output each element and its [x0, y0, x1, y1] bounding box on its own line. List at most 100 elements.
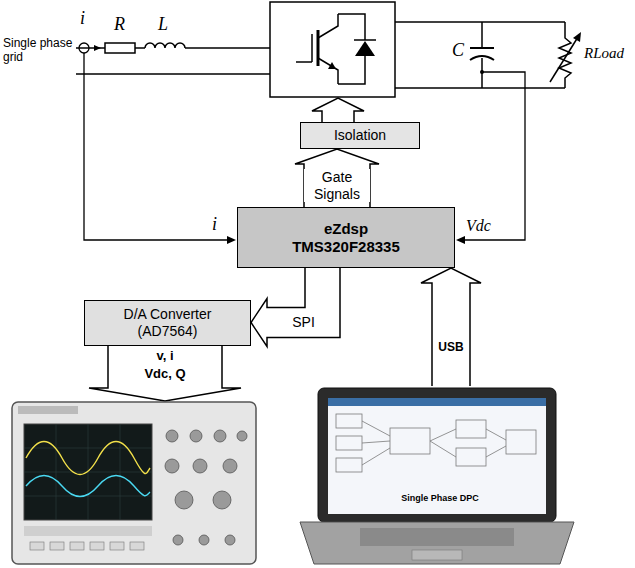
- gate-drive-arrow: [312, 98, 364, 122]
- oscilloscope-picture: [223, 459, 237, 473]
- oscilloscope-picture: [24, 424, 152, 520]
- oscilloscope-picture: [26, 476, 150, 497]
- dac-box: D/A Converter (AD7564): [84, 300, 251, 346]
- oscilloscope-picture: [193, 459, 207, 473]
- dc-bus: [481, 22, 483, 48]
- voltage-sensor-line: [462, 72, 525, 240]
- oscilloscope-picture: [225, 535, 235, 545]
- igbt-symbol: [317, 30, 320, 66]
- igbt-symbol: [296, 14, 376, 84]
- igbt-symbol: [354, 39, 376, 41]
- variable-arrowhead: [573, 32, 581, 42]
- block-name: TMS320F28335: [292, 238, 400, 256]
- usb-arrow: [421, 268, 481, 386]
- capacitor-symbol: [470, 56, 494, 60]
- oscilloscope-picture: [173, 535, 183, 545]
- component-name: RLoad: [584, 44, 624, 62]
- laptop-picture: [336, 436, 362, 450]
- block-name: D/A Converter (AD7564): [97, 306, 238, 340]
- controller-box: eZdspTMS320F28335: [237, 207, 455, 268]
- oscilloscope-picture: [166, 430, 178, 442]
- oscilloscope-picture: [30, 542, 144, 550]
- oscilloscope-picture: [70, 542, 84, 550]
- capacitor-symbol: [470, 47, 494, 49]
- igbt-symbol: [318, 14, 338, 38]
- sensor-arrowhead: [456, 236, 465, 244]
- oscilloscope-picture: [56, 424, 57, 520]
- oscilloscope-picture: [190, 430, 202, 442]
- ac-wiring: [76, 73, 270, 75]
- source-label: Single phase grid: [3, 36, 75, 65]
- junction-dot: [480, 70, 484, 74]
- laptop-picture: [506, 430, 536, 454]
- igbt-emitter-arrow: [328, 62, 336, 69]
- laptop-picture: [456, 420, 486, 438]
- laptop-picture: [336, 414, 536, 472]
- oscilloscope-picture: [26, 442, 150, 475]
- edge-label: Gate Signals: [304, 169, 370, 203]
- current-sensor: [79, 43, 229, 240]
- laptop-picture: [328, 398, 546, 406]
- isolation-box: Isolation: [300, 122, 420, 149]
- sensor-arrowhead: [227, 236, 236, 244]
- laptop-picture: [336, 458, 362, 472]
- laptop-picture: [318, 388, 556, 522]
- block-name: Isolation: [334, 127, 386, 144]
- signal-name: i: [212, 214, 217, 236]
- oscilloscope-picture: [130, 542, 144, 550]
- laptop-picture: [390, 428, 430, 454]
- signal-name: i: [80, 8, 85, 30]
- oscilloscope-picture: [18, 406, 78, 414]
- load-resistor-symbol: [559, 22, 571, 88]
- oscilloscope-picture: [165, 430, 247, 545]
- resistor-symbol: [105, 43, 135, 53]
- diode-symbol: [355, 41, 375, 56]
- laptop-picture: [412, 550, 462, 560]
- port-name: USB: [433, 340, 469, 354]
- oscilloscope-picture: [214, 430, 226, 442]
- signal-name: Vdc: [466, 216, 491, 235]
- signal-name: Vdc, Q: [112, 366, 218, 382]
- igbt-symbol: [338, 56, 365, 84]
- spi-arrow: [251, 268, 340, 347]
- oscilloscope-picture: [120, 424, 121, 520]
- inductor-symbol: [145, 43, 185, 48]
- oscilloscope-picture: [24, 526, 152, 536]
- voltage-sensor-line: [462, 72, 525, 240]
- oscilloscope-picture: [237, 431, 247, 441]
- dc-bus: [395, 21, 565, 23]
- oscilloscope-picture: [199, 535, 209, 545]
- edge-label: SPI: [290, 314, 317, 331]
- oscilloscope-picture: [175, 491, 193, 509]
- oscilloscope-picture: [24, 424, 152, 520]
- load-resistor-symbol: [550, 37, 578, 82]
- igbt-symbol: [318, 58, 338, 84]
- oscilloscope-picture: [30, 542, 44, 550]
- analog-output-arrow: [89, 345, 241, 401]
- oscilloscope-picture: [213, 491, 231, 509]
- ac-wiring: [135, 47, 145, 49]
- laptop-picture: [300, 522, 574, 564]
- block-name: eZdsp: [324, 220, 368, 238]
- igbt-symbol: [311, 34, 313, 62]
- laptop-picture: [300, 388, 574, 564]
- laptop-picture: [336, 414, 362, 428]
- load-resistor-symbol: [550, 22, 578, 88]
- oscilloscope-picture: [110, 542, 124, 550]
- current-sensor: [79, 43, 89, 53]
- laptop-picture: [362, 421, 506, 465]
- converter-box: [270, 2, 395, 97]
- ac-wiring: [185, 47, 270, 49]
- component-name: R: [114, 14, 125, 36]
- laptop-picture: [456, 448, 486, 466]
- component-name: C: [452, 40, 464, 62]
- capacitor-symbol: [470, 48, 494, 60]
- dc-bus: [395, 22, 565, 88]
- oscilloscope-picture: [12, 402, 256, 564]
- laptop-picture: [328, 398, 546, 514]
- gate-signal-arrow: [295, 149, 379, 207]
- screen-title: Single Phase DPC: [380, 493, 500, 504]
- component-name: L: [158, 14, 168, 36]
- oscilloscope-picture: [165, 459, 179, 473]
